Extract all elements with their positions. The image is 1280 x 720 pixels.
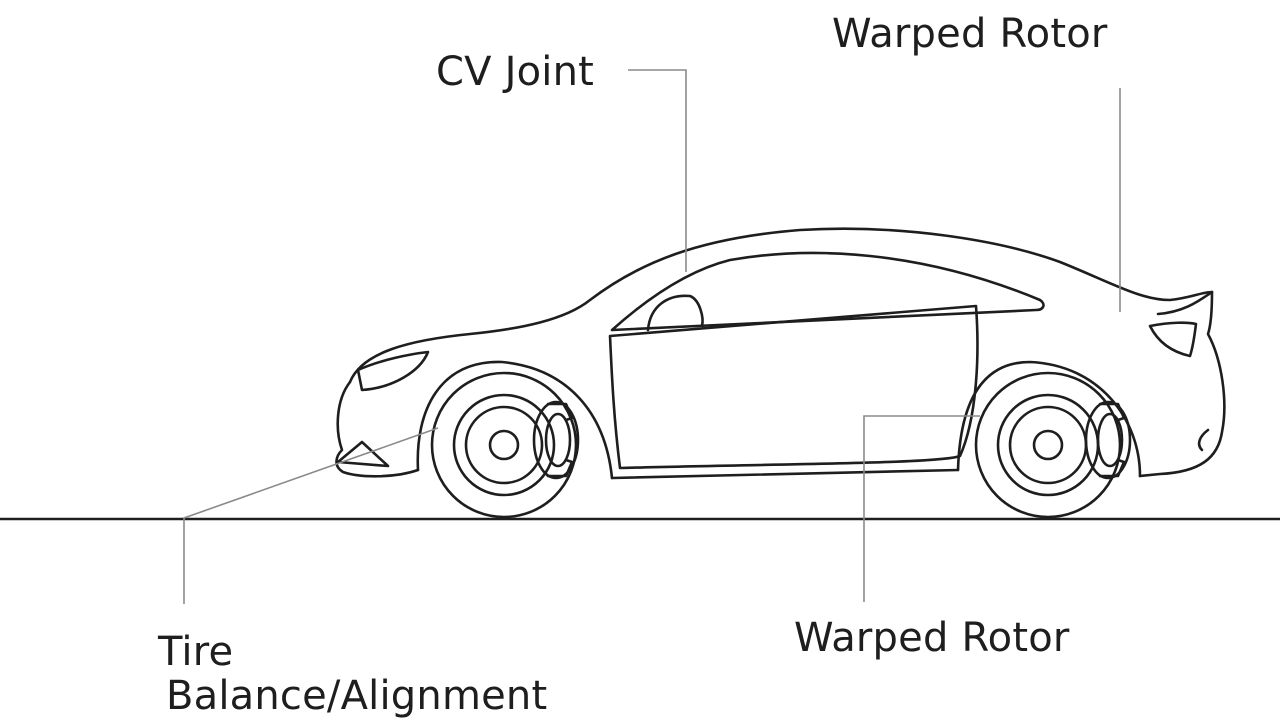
front-wheel <box>430 371 578 519</box>
cv-joint-leader <box>628 69 687 272</box>
front-bumper-vent <box>336 440 390 468</box>
front-brake-caliper <box>532 400 580 480</box>
tire-label-line2: Balance/Alignment <box>166 673 548 719</box>
front-wheel-arch <box>416 360 614 480</box>
rear-bumper-mark <box>1197 428 1210 452</box>
front-bumper <box>335 380 420 478</box>
side-window <box>610 251 1045 332</box>
headlight <box>356 350 430 392</box>
door-outline <box>608 304 979 470</box>
rear-spoiler <box>1156 290 1214 316</box>
rear-light <box>1148 321 1198 358</box>
rocker-line <box>610 468 960 480</box>
tire-label-line1: Tire <box>158 629 234 675</box>
cv-joint-label: CV Joint <box>436 49 595 95</box>
warped-rotor-bottom-leader <box>863 415 980 602</box>
side-mirror <box>646 294 704 332</box>
tire-balance-alignment-label: Tire Balance/Alignment <box>158 630 547 718</box>
rear-brake-caliper <box>1084 400 1132 480</box>
warped-rotor-label-bottom: Warped Rotor <box>794 615 1070 661</box>
tire-leader <box>183 427 439 604</box>
car-body-outline <box>348 227 1226 478</box>
warped-rotor-label-top: Warped Rotor <box>832 11 1108 57</box>
